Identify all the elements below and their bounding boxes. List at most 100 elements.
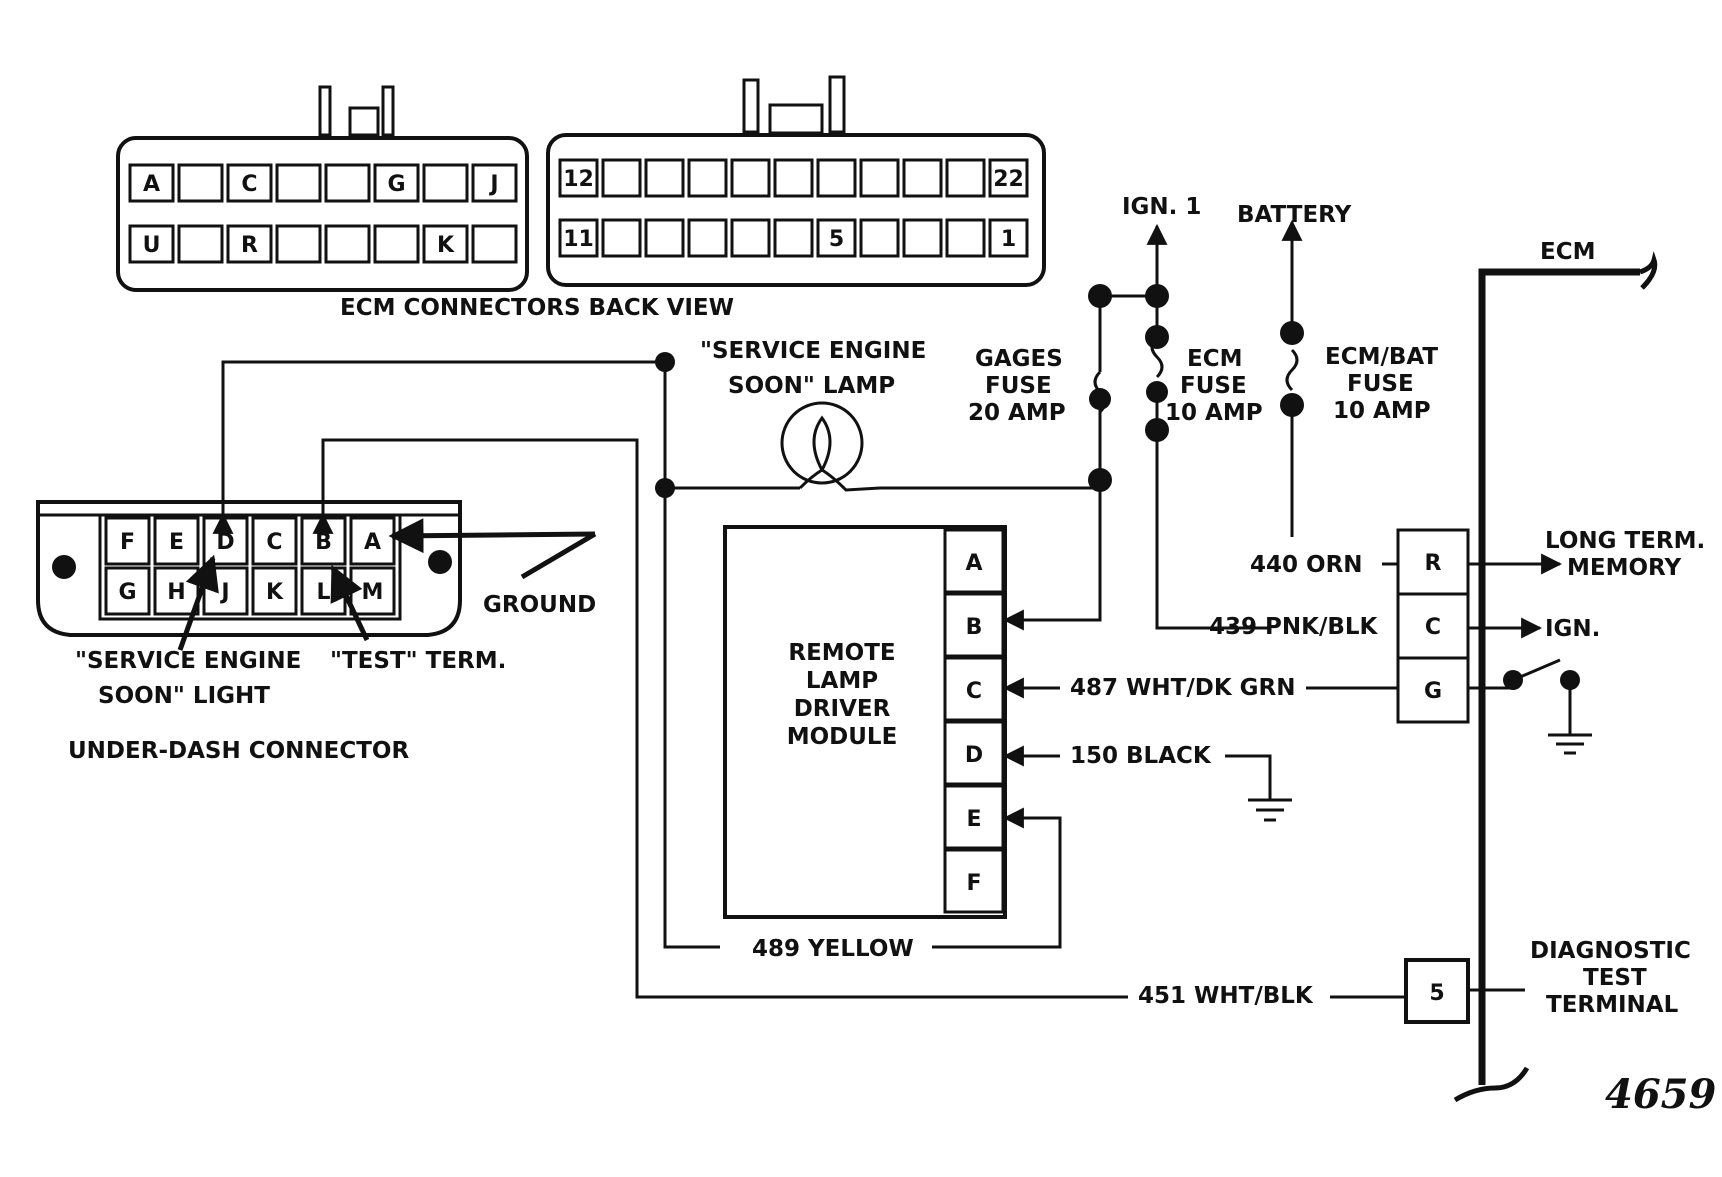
module-label-4: MODULE [787,724,898,750]
module-label-1: REMOTE [788,640,895,666]
under-dash-bottom-pin-label: H [167,580,185,605]
module-pin-label: B [966,615,983,640]
ecm-right-top-pin-label: 22 [993,167,1024,192]
ecm-pin-5-label: 5 [1429,981,1444,1006]
diag-label-1: DIAGNOSTIC [1530,938,1691,964]
module-pin-label: A [965,551,982,576]
lamp-label-1: "SERVICE ENGINE [700,338,926,364]
ground-label: GROUND [483,592,596,618]
under-dash-bottom-pin-label: L [316,580,330,605]
ecm-right-bottom-cell [687,218,728,258]
ecm-right-top-cell [816,158,857,198]
ecm-pin-5 [1404,958,1470,1024]
ecm-right-top-cell [730,158,771,198]
module-pin-b [943,592,1005,658]
battery-label: BATTERY [1237,202,1352,228]
ecm-left-top-pin-label: G [387,172,405,197]
gages-fuse-label-1: GAGES [975,346,1063,372]
ecm-left-bottom-cell [177,224,224,264]
ecm-left-top-cell [275,163,322,203]
ecm-right-bottom-cell [859,218,900,258]
ecm-pin-c [1396,592,1470,660]
wire-150-label: 150 BLACK [1070,743,1212,769]
ecm-fuse-label-3: 10 AMP [1165,400,1263,426]
ecm-right-bottom-cell [902,218,943,258]
ecm-label: ECM [1540,239,1595,265]
ecm-bat-fuse-label-3: 10 AMP [1333,398,1431,424]
under-dash-caption: UNDER-DASH CONNECTOR [68,738,409,764]
ecm-right-top-pin-label: 12 [563,167,594,192]
ecm-pin-r [1396,528,1470,596]
ign1-label: IGN. 1 [1122,194,1201,220]
ecm-left-bottom-cell [422,224,469,264]
ecm-right-bottom-cell [601,218,642,258]
ecm-left-bottom-pin-label: K [437,233,455,258]
module-label-3: DRIVER [794,696,891,722]
ecm-right-bottom-pin-label: 1 [1001,227,1016,252]
under-dash-top-pin-label: D [216,530,234,555]
ecm-left-top-pin-label: J [488,172,498,197]
ecm-bat-fuse-label-2: FUSE [1347,371,1414,397]
under-dash-bottom-cell [251,566,298,616]
ecm-left-top-cell [373,163,420,203]
ecm-right-top-cell [558,158,599,198]
under-dash-top-pin-label: B [315,530,332,555]
module-pin-d [943,720,1005,786]
long-term-label-2: MEMORY [1567,555,1681,581]
ecm-left-top-cell [471,163,518,203]
ecm-left-top-cell [128,163,175,203]
under-dash-bottom-pin-label: K [266,580,284,605]
ecm-block: RCG 5 [1396,251,1658,1103]
ecm-right-top-cell [988,158,1029,198]
long-term-label-1: LONG TERM. [1545,528,1705,554]
diag-label-3: TERMINAL [1546,992,1679,1018]
ign-output-label: IGN. [1545,616,1600,642]
ecm-left-bottom-pin-label: R [241,233,258,258]
under-dash-top-cell [349,516,396,566]
ecm-fuse-label-1: ECM [1187,346,1242,372]
ecm-left-top-cell [324,163,371,203]
under-dash-bottom-pin-label: G [118,580,136,605]
under-dash-top-pin-label: A [364,530,381,555]
under-dash-bottom-cell [104,566,151,616]
ecm-right-bottom-cell [945,218,986,258]
wire-451-label: 451 WHT/BLK [1138,983,1314,1009]
module-pin-label: D [965,743,983,768]
ecm-right-top-cell [687,158,728,198]
module-pin-a [943,528,1005,594]
wire-489-label: 489 YELLOW [752,936,914,962]
ses-light-label-2: SOON" LIGHT [98,683,270,709]
module-pin-label: C [966,679,982,704]
ecm-connectors-caption: ECM CONNECTORS BACK VIEW [340,295,734,321]
mount-hole-right [428,550,452,574]
diag-label-2: TEST [1583,965,1647,991]
ecm-left-top-cell [226,163,273,203]
module-pin-c [943,656,1005,722]
ecm-right-top-cell [601,158,642,198]
wire-440-label: 440 ORN [1250,552,1363,578]
ecm-right-top-cell [945,158,986,198]
ecm-right-bottom-cell [816,218,857,258]
ecm-bat-fuse-label-1: ECM/BAT [1325,344,1438,370]
ecm-right-bottom-cell [773,218,814,258]
under-dash-top-pin-label: F [120,530,135,555]
gages-fuse-label-2: FUSE [985,373,1052,399]
mount-hole-left [52,555,76,579]
under-dash-top-pin-label: C [266,530,282,555]
under-dash-top-cell [251,516,298,566]
ecm-left-bottom-cell [324,224,371,264]
under-dash-top-cell [104,516,151,566]
ecm-right-top-cell [773,158,814,198]
under-dash-bottom-pin-label: J [219,580,229,605]
ecm-pin-label: R [1425,551,1442,576]
module-pin-e [943,784,1005,850]
gages-fuse-label-3: 20 AMP [968,400,1066,426]
ecm-right-top-cell [644,158,685,198]
ecm-right-bottom-cell [644,218,685,258]
ses-lamp [665,401,1098,492]
module-pin-label: E [966,807,981,832]
ecm-left-bottom-cell [128,224,175,264]
